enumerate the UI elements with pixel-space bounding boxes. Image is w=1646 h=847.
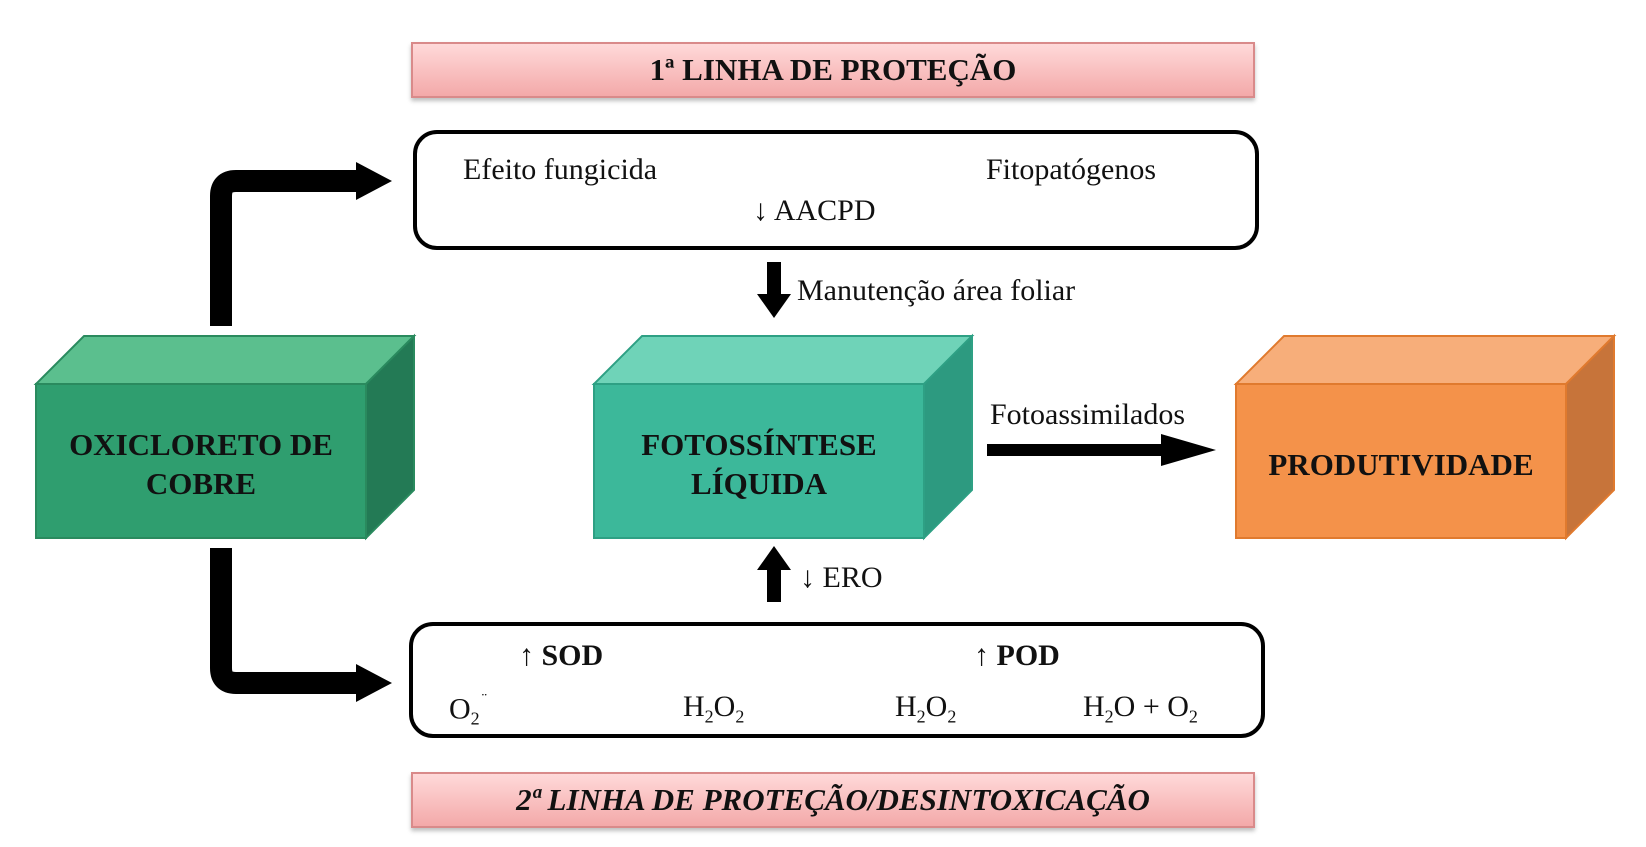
efeito-fungicida-label: Efeito fungicida	[463, 153, 658, 186]
down-arrow-head	[757, 294, 791, 318]
pod-label: ↑ POD	[974, 639, 1060, 672]
fotoassimilados-label: Fotoassimilados	[990, 398, 1186, 431]
water-oxygen-product: H2O + O2	[1083, 690, 1198, 727]
fotoassimilados-arrowhead	[1161, 434, 1216, 466]
fotossintese-box-front	[593, 383, 925, 539]
lower-elbow-arrowhead	[356, 664, 392, 702]
up-arrow-head	[757, 546, 791, 570]
hydrogen-peroxide-reactant: H2O2	[895, 690, 957, 727]
sod-label: ↑ SOD	[519, 639, 604, 672]
produtividade-label: PRODUTIVIDADE	[1268, 446, 1534, 482]
ero-label: ↓ ERO	[800, 561, 883, 594]
first-protection-line-banner: 1ª LINHA DE PROTEÇÃO	[411, 42, 1255, 98]
down-arrow-shaft	[767, 262, 781, 296]
detoxification-panel	[409, 622, 1265, 738]
produtividade-box-top	[1233, 335, 1617, 385]
oxicloreto-box-top	[33, 335, 417, 385]
upper-elbow-arrowhead	[356, 162, 392, 200]
fotoassimilados-arrow-shaft	[987, 444, 1165, 456]
hydrogen-peroxide-product: H2O2	[683, 690, 745, 727]
up-arrow-shaft	[767, 568, 781, 602]
produtividade-box-front	[1235, 383, 1567, 539]
fotossintese-line2: LÍQUIDA	[690, 466, 828, 501]
oxicloreto-box	[33, 333, 417, 541]
upper-elbow-arrow	[210, 170, 360, 326]
fitopatogenos-label: Fitopatógenos	[986, 153, 1156, 186]
aacpd-label: ↓ AACPD	[753, 194, 876, 227]
oxicloreto-line1: OXICLORETO DE	[69, 427, 333, 463]
second-protection-line-banner: 2ª LINHA DE PROTEÇÃO/DESINTOXICAÇÃO	[411, 772, 1255, 828]
lower-elbow-arrow	[210, 548, 360, 694]
fungicide-effect-panel	[413, 130, 1259, 250]
manutencao-area-foliar-label: Manutenção área foliar	[797, 274, 1076, 307]
fotossintese-line1: FOTOSSÍNTESE	[641, 427, 877, 463]
fotossintese-box	[591, 333, 975, 541]
fotossintese-box-top	[591, 335, 975, 385]
oxicloreto-line2: COBRE	[145, 466, 257, 501]
produtividade-box	[1233, 333, 1617, 541]
superoxide-reactant: O2¨	[449, 691, 487, 729]
oxicloreto-box-front	[35, 383, 367, 539]
